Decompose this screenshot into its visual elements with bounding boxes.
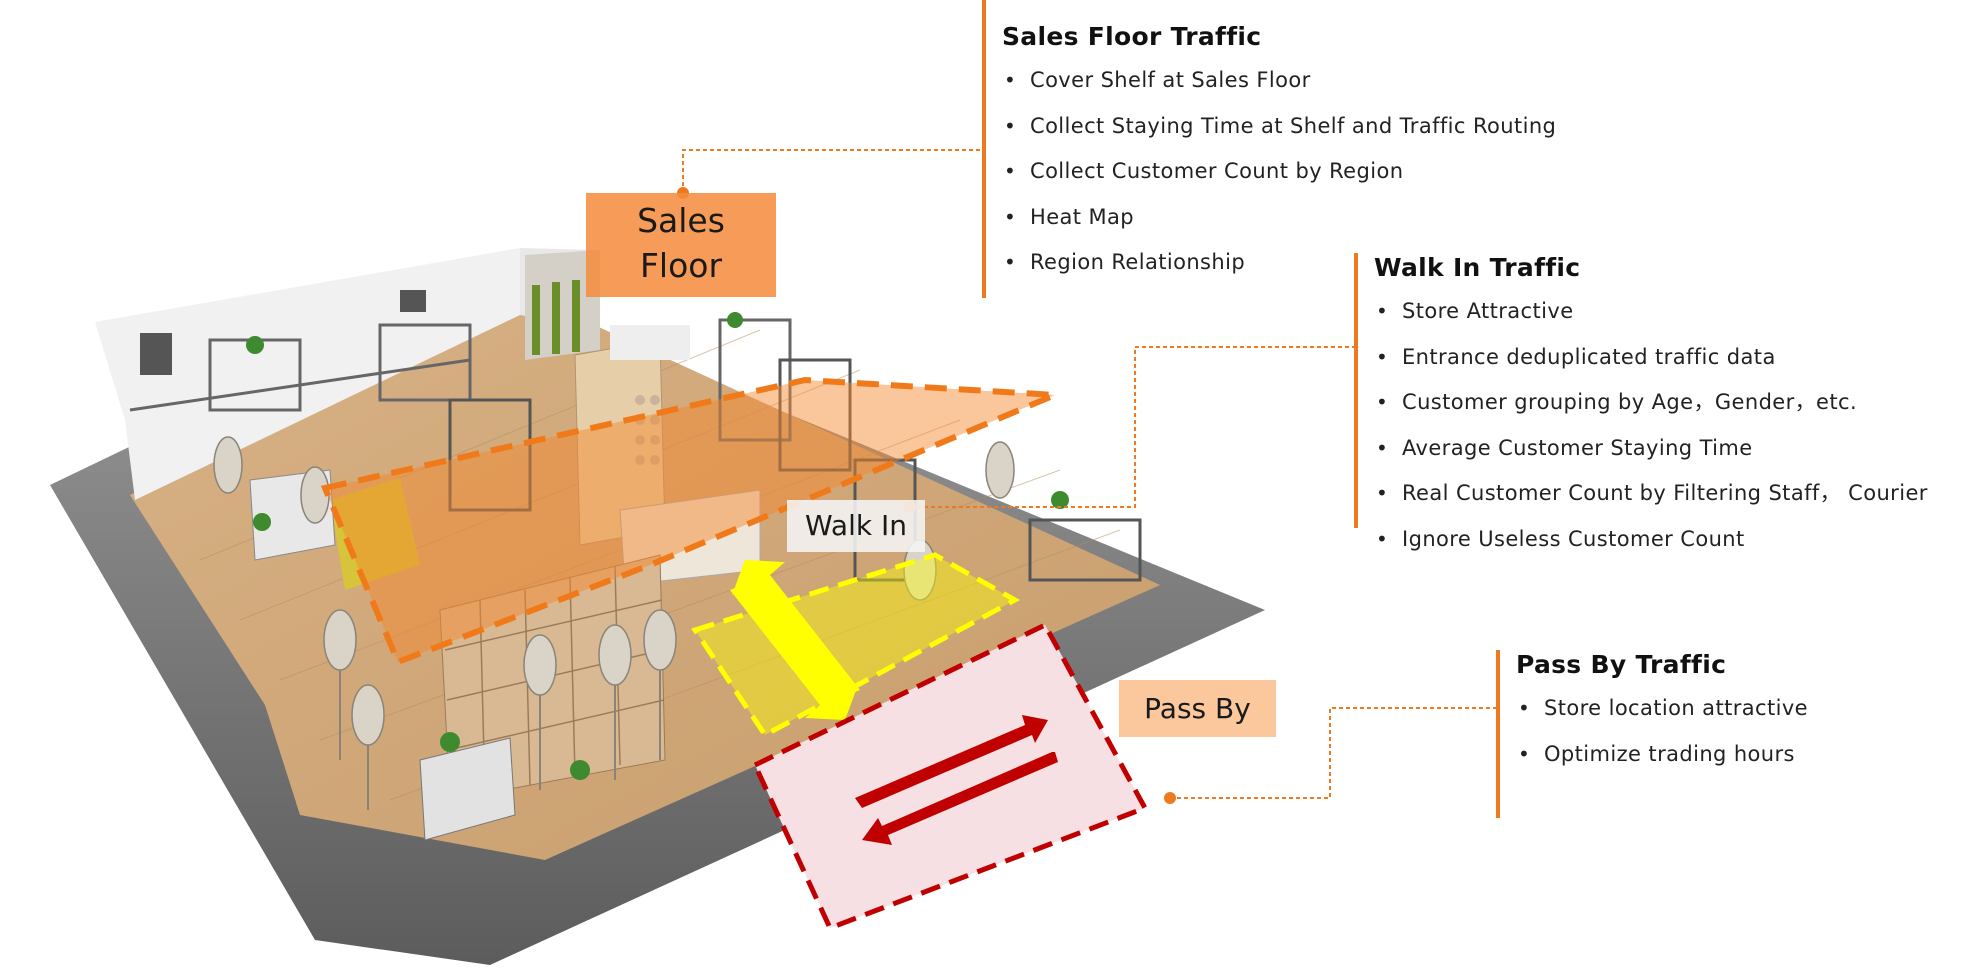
panel-title: Sales Floor Traffic bbox=[1002, 22, 1262, 51]
list-item-text: Heat Map bbox=[1030, 204, 1135, 229]
bullet-icon: • bbox=[1004, 250, 1017, 274]
list-item-text: Store location attractive bbox=[1544, 696, 1808, 720]
connector-lines bbox=[682, 149, 1496, 799]
bullet-icon: • bbox=[1376, 344, 1389, 369]
pass-by-label: Pass By bbox=[1119, 680, 1276, 737]
list-item: • Collect Staying Time at Shelf and Traff… bbox=[1002, 111, 1602, 157]
list-item-text: Average Customer Staying Time bbox=[1402, 435, 1753, 460]
walk-in-arrows bbox=[730, 560, 860, 720]
list-item-text: Collect Staying Time at Shelf and Traffi… bbox=[1030, 113, 1557, 138]
list-item-text: Customer grouping by Age，Gender，etc. bbox=[1402, 390, 1858, 414]
bullet-icon: • bbox=[1004, 159, 1017, 183]
panel-title: Walk In Traffic bbox=[1374, 253, 1581, 282]
bullet-icon: • bbox=[1376, 299, 1389, 323]
sales-floor-zone bbox=[320, 376, 1057, 666]
sales-floor-label: Sales Floor bbox=[586, 193, 776, 297]
list-item: • Collect Customer Count by Region bbox=[1002, 156, 1602, 202]
walk-in-zone bbox=[691, 552, 1021, 739]
list-item-text: Store Attractive bbox=[1402, 299, 1574, 323]
list-item-text: Real Customer Count by Filtering Staff， … bbox=[1402, 481, 1928, 505]
pass-by-arrows bbox=[855, 715, 1058, 845]
bullet-icon: • bbox=[1376, 435, 1389, 460]
bullet-icon: • bbox=[1376, 481, 1389, 505]
bullet-icon: • bbox=[1004, 68, 1017, 92]
sales-floor-label-line1: Sales bbox=[637, 201, 725, 240]
list-item: • Entrance deduplicated traffic data bbox=[1374, 342, 1985, 388]
list-item: • Heat Map bbox=[1002, 202, 1602, 248]
bullet-icon: • bbox=[1004, 204, 1017, 229]
pass-by-traffic-panel: Pass By Traffic • Store location attracti… bbox=[1496, 650, 1856, 818]
list-item-text: Collect Customer Count by Region bbox=[1030, 159, 1404, 183]
bullet-icon: • bbox=[1004, 113, 1017, 138]
list-item-text: Ignore Useless Customer Count bbox=[1402, 526, 1745, 551]
fitting-room bbox=[525, 250, 600, 360]
sofa bbox=[330, 478, 420, 590]
list-item: • Average Customer Staying Time bbox=[1374, 433, 1985, 479]
bullet-icon: • bbox=[1518, 696, 1531, 720]
list-item-text: Region Relationship bbox=[1030, 250, 1246, 274]
feature-list: • Store Attractive • Entrance deduplicated … bbox=[1374, 296, 1985, 569]
bullet-icon: • bbox=[1376, 390, 1389, 414]
bullet-icon: • bbox=[1518, 741, 1531, 766]
walk-in-traffic-panel: Walk In Traffic • Store Attractive • Entran… bbox=[1354, 253, 1985, 551]
list-item: • Optimize trading hours bbox=[1516, 739, 1856, 785]
panel-title: Pass By Traffic bbox=[1516, 650, 1727, 679]
list-item: • Store Attractive bbox=[1374, 296, 1985, 342]
list-item: • Store location attractive bbox=[1516, 693, 1856, 739]
walk-in-label: Walk In bbox=[787, 500, 925, 552]
list-item: • Customer grouping by Age，Gender，etc. bbox=[1374, 387, 1985, 433]
feature-list: • Store location attractive • Optimize trad… bbox=[1516, 693, 1856, 784]
pass-by-zone bbox=[751, 621, 1149, 932]
sales-floor-label-line2: Floor bbox=[639, 246, 723, 285]
sales-floor-traffic-panel: Sales Floor Traffic • Cover Shelf at Sale… bbox=[982, 0, 1602, 298]
list-item-text: Entrance deduplicated traffic data bbox=[1402, 344, 1776, 369]
list-item: • Real Customer Count by Filtering Staff，… bbox=[1374, 478, 1985, 524]
list-item: • Ignore Useless Customer Count bbox=[1374, 524, 1985, 570]
list-item: • Region Relationship bbox=[1002, 247, 1602, 293]
bullet-icon: • bbox=[1376, 526, 1389, 551]
list-item: • Cover Shelf at Sales Floor bbox=[1002, 65, 1602, 111]
list-item-text: Cover Shelf at Sales Floor bbox=[1030, 68, 1311, 92]
list-item-text: Optimize trading hours bbox=[1544, 741, 1795, 766]
feature-list: • Cover Shelf at Sales Floor • Collect Stay… bbox=[1002, 65, 1602, 293]
